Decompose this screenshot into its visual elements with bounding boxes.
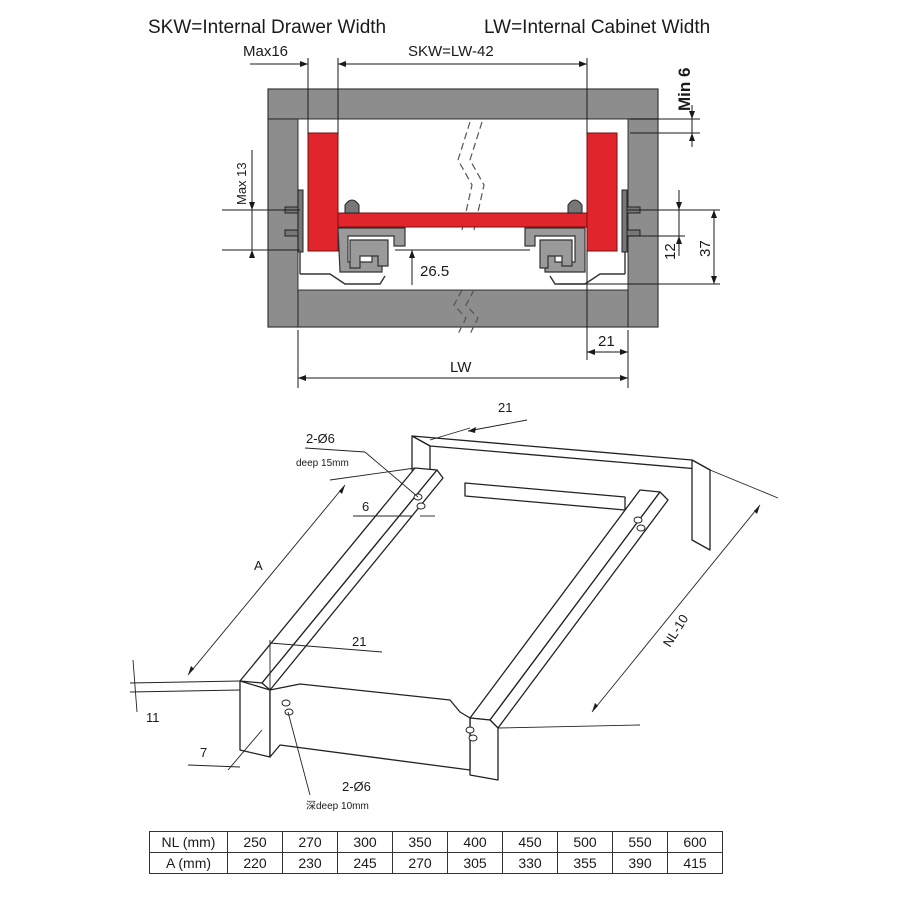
hole-top-label: 2-Ø6 [306, 431, 335, 446]
table-cell: 600 [667, 831, 723, 853]
iso-dim-11: 11 [146, 710, 160, 725]
table-cell: 250 [227, 831, 283, 853]
drawer-section [307, 132, 618, 252]
table-cell: 450 [502, 831, 558, 853]
iso-arrowheads [188, 427, 760, 712]
hole-top-depth: deep 15mm [296, 458, 349, 469]
min6-label: Min 6 [675, 68, 694, 111]
table-row-a: A (mm) 220 230 245 270 305 330 355 390 4… [149, 852, 723, 874]
row-label-nl: NL (mm) [149, 831, 228, 853]
table-cell: 330 [502, 852, 558, 874]
table-row-nl: NL (mm) 250 270 300 350 400 450 500 550 … [149, 831, 723, 853]
iso-dim-7: 7 [200, 745, 207, 760]
table-cell: 220 [227, 852, 283, 874]
lw-label: LW [450, 359, 472, 376]
right-side-rail [469, 489, 669, 781]
hole-bottom-depth: 深deep 10mm [306, 800, 369, 812]
table-cell: 270 [392, 852, 448, 874]
table-cell: 550 [612, 831, 668, 853]
dimension-table: NL (mm) 250 270 300 350 400 450 500 550 … [149, 831, 723, 874]
max16-label: Max16 [243, 43, 288, 60]
table-cell: 350 [392, 831, 448, 853]
arrowheads [249, 61, 717, 381]
row-label-a: A (mm) [149, 852, 228, 874]
dim-26-5-label: 26.5 [420, 263, 449, 280]
iso-dim-a: A [254, 558, 263, 573]
iso-dim-nl10: NL-10 [660, 612, 691, 650]
break-lines [453, 121, 485, 335]
skw-definition: SKW=Internal Drawer Width [148, 17, 386, 38]
top-dimension-lines [222, 58, 720, 388]
max13-label: Max 13 [234, 162, 249, 205]
dim-21-label: 21 [598, 333, 615, 350]
table-cell: 400 [447, 831, 503, 853]
dim-12-label: 12 [662, 243, 679, 260]
table-cell: 390 [612, 852, 668, 874]
table-cell: 415 [667, 852, 723, 874]
table-cell: 500 [557, 831, 613, 853]
iso-dimension-lines [129, 419, 779, 796]
hole-bottom-label: 2-Ø6 [342, 779, 371, 794]
skw-formula-label: SKW=LW-42 [408, 43, 494, 60]
table-cell: 245 [337, 852, 393, 874]
lw-definition: LW=Internal Cabinet Width [484, 17, 710, 38]
table-cell: 230 [282, 852, 338, 874]
left-side-rail [239, 467, 444, 691]
table-cell: 300 [337, 831, 393, 853]
table-cell: 270 [282, 831, 338, 853]
iso-dim-21-mid: 21 [352, 634, 366, 649]
back-panel [411, 435, 711, 551]
iso-dim-21-top: 21 [498, 400, 512, 415]
iso-dim-6: 6 [362, 499, 369, 514]
front-panel [239, 680, 471, 771]
table-cell: 355 [557, 852, 613, 874]
dim-37-label: 37 [697, 240, 714, 257]
cross-section-diagram: SKW=Internal Drawer Width LW=Internal Ca… [148, 17, 720, 388]
table-cell: 305 [447, 852, 503, 874]
isometric-drawer-diagram: 21 2-Ø6 deep 15mm 6 A NL-10 21 11 7 2-Ø6… [129, 400, 779, 812]
